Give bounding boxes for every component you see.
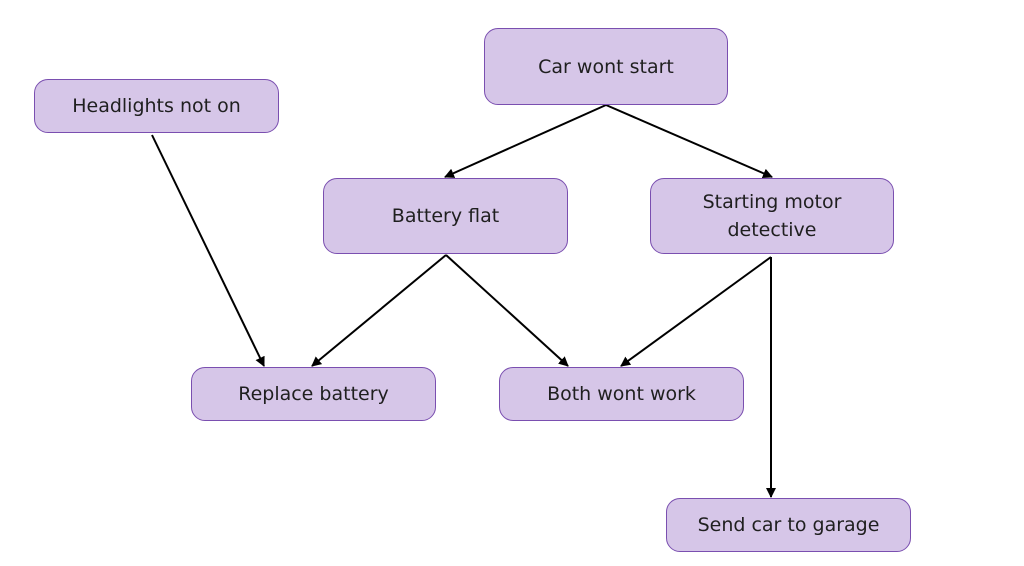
node-label-group: Starting motor detective	[703, 188, 842, 244]
node-both-wont-work: Both wont work	[499, 367, 744, 421]
node-label: Headlights not on	[72, 95, 241, 117]
node-starting-motor-detective: Starting motor detective	[650, 178, 894, 254]
node-send-car-to-garage: Send car to garage	[666, 498, 911, 552]
node-label: Send car to garage	[697, 514, 880, 536]
node-label-line-2: detective	[727, 219, 817, 241]
arrow-starting-motor-to-both-wont-work	[620, 256, 772, 367]
node-label: Both wont work	[547, 383, 696, 405]
arrow-car-to-battery-flat	[444, 104, 607, 178]
arrow-headlights-to-replace-battery	[151, 134, 265, 367]
node-label: Replace battery	[238, 383, 389, 405]
node-label: Car wont start	[538, 55, 674, 78]
node-replace-battery: Replace battery	[191, 367, 436, 421]
node-label: Battery flat	[391, 205, 500, 227]
arrow-battery-flat-to-both-wont-work	[445, 254, 569, 367]
arrow-car-to-starting-motor	[605, 104, 773, 179]
node-headlights-not-on: Headlights not on	[34, 79, 279, 133]
node-label-line-1: Starting motor	[702, 191, 842, 213]
node-car-wont-start: Car wont start	[484, 28, 728, 105]
node-battery-flat: Battery flat	[323, 178, 568, 254]
arrow-battery-flat-to-replace-battery	[311, 254, 447, 367]
